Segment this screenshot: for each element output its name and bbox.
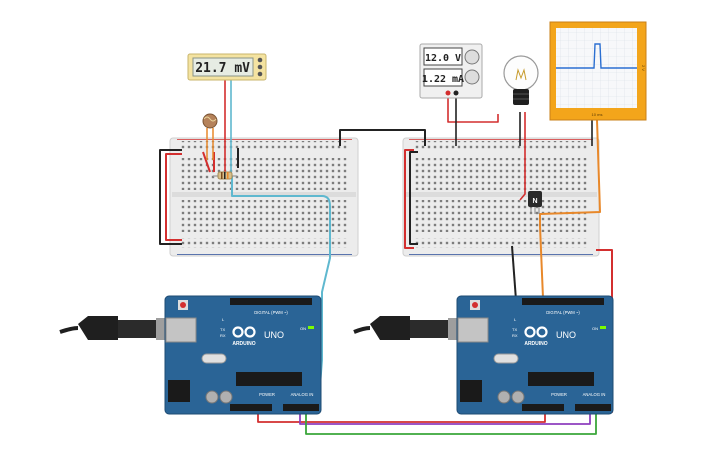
arduino-logo-icon bbox=[524, 326, 548, 338]
arduino-pin-rx: RX bbox=[512, 333, 518, 338]
arduino-power-header: POWER bbox=[259, 392, 275, 397]
arduino-pin-l: L bbox=[222, 317, 225, 322]
arduino-analog-header: ANALOG IN bbox=[583, 392, 606, 397]
resistor[interactable] bbox=[213, 171, 237, 180]
scope-volt-label: 2 V bbox=[641, 65, 646, 71]
transistor-label: N bbox=[532, 198, 537, 205]
supply-terminal-icon bbox=[453, 90, 459, 96]
usb-cable-icon bbox=[78, 316, 118, 340]
power-supply-current: 1.22 mA bbox=[422, 74, 464, 85]
arduino-logo-icon bbox=[232, 326, 256, 338]
power-supply-voltage: 12.0 V bbox=[425, 53, 461, 64]
current-knob-icon[interactable] bbox=[464, 69, 480, 85]
reset-button-icon[interactable] bbox=[472, 302, 478, 308]
arduino-pin-rx: RX bbox=[220, 333, 226, 338]
light-bulb[interactable] bbox=[503, 55, 539, 105]
arduino-digital-header: DIGITAL (PWM ~) bbox=[254, 310, 288, 315]
scope-trace bbox=[556, 43, 637, 69]
arduino-digital-header: DIGITAL (PWM ~) bbox=[546, 310, 580, 315]
photoresistor[interactable] bbox=[202, 113, 218, 160]
multimeter-terminal-icon bbox=[257, 64, 263, 70]
breadboard-right[interactable] bbox=[402, 137, 600, 257]
arduino-power-header: POWER bbox=[551, 392, 567, 397]
arduino-brand: ARDUINO bbox=[524, 341, 547, 347]
oscilloscope[interactable]: 10 ms 2 V bbox=[549, 21, 647, 121]
multimeter[interactable]: 21.7 mV bbox=[187, 53, 267, 81]
arduino-pin-tx: TX bbox=[220, 327, 225, 332]
arduino-pin-tx: TX bbox=[512, 327, 517, 332]
voltage-knob-icon[interactable] bbox=[464, 49, 480, 65]
arduino-analog-header: ANALOG IN bbox=[291, 392, 314, 397]
multimeter-terminal-icon bbox=[257, 71, 263, 77]
multimeter-terminal-icon bbox=[257, 57, 263, 63]
arduino-brand: ARDUINO bbox=[232, 341, 255, 347]
supply-terminal-icon bbox=[445, 90, 451, 96]
multimeter-reading: 21.7 mV bbox=[195, 61, 250, 76]
scope-time-label: 10 ms bbox=[592, 112, 603, 117]
transistor[interactable]: N bbox=[528, 191, 542, 214]
arduino-uno-right[interactable]: DIGITAL (PWM ~) L TX RX ARDUINO UNO ON P… bbox=[353, 295, 614, 415]
usb-cable-icon bbox=[370, 316, 410, 340]
arduino-pin-on: ON bbox=[592, 326, 598, 331]
arduino-pin-on: ON bbox=[300, 326, 306, 331]
arduino-uno-left[interactable]: DIGITAL (PWM ~) L TX RX ARDUINO UNO ON P… bbox=[59, 295, 322, 415]
reset-button-icon[interactable] bbox=[180, 302, 186, 308]
arduino-pin-l: L bbox=[514, 317, 517, 322]
power-supply[interactable]: 12.0 V 1.22 mA bbox=[419, 43, 483, 99]
arduino-model: UNO bbox=[264, 330, 284, 340]
arduino-model: UNO bbox=[556, 330, 576, 340]
wires bbox=[159, 80, 613, 435]
